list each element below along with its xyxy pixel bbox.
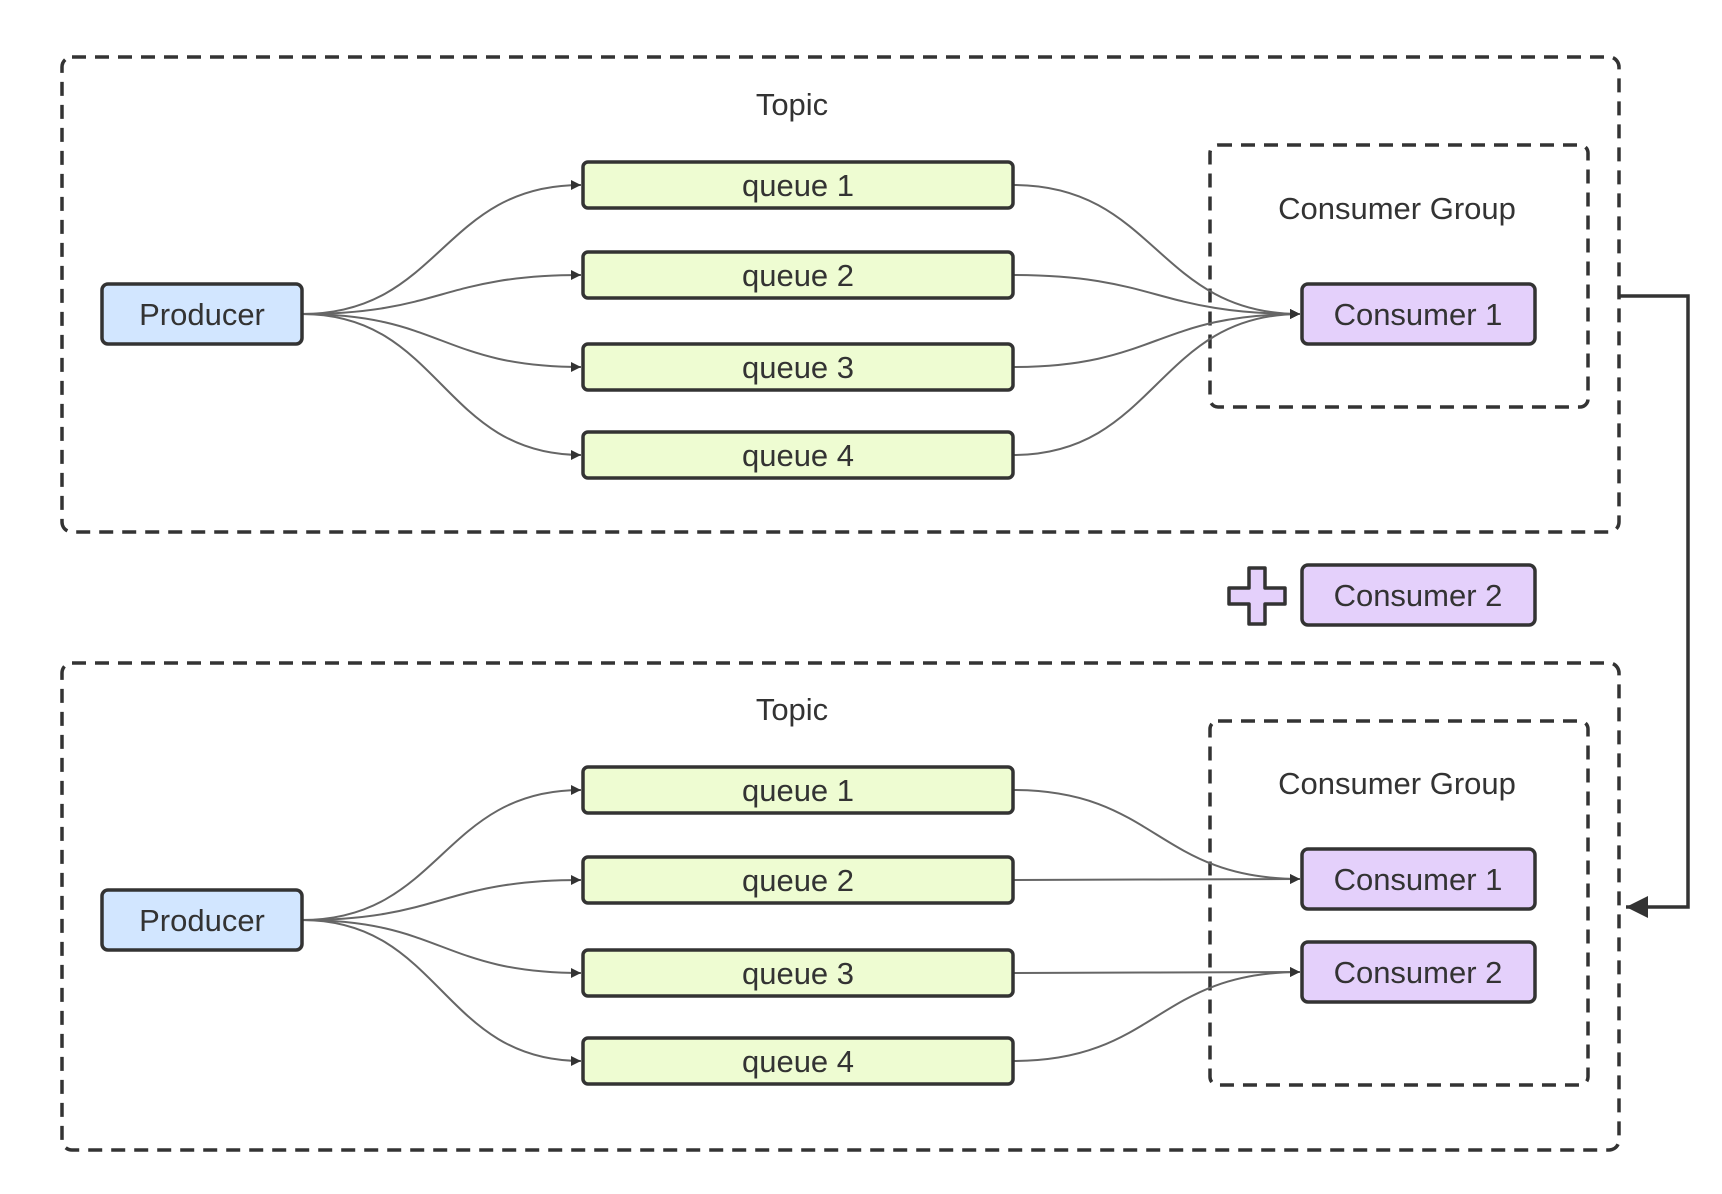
producer-edges — [301, 785, 582, 1066]
queue-consumer-edge — [1012, 309, 1301, 456]
consumer-label: Consumer 1 — [1334, 862, 1503, 897]
queue-label: queue 2 — [742, 258, 854, 293]
consumer-edges — [1012, 184, 1301, 456]
queue-label: queue 4 — [742, 438, 854, 473]
queue-consumer-edge — [1012, 874, 1301, 885]
consumer-node[interactable]: Consumer 1 — [1300, 282, 1537, 346]
consumer-node[interactable]: Consumer 2 — [1300, 563, 1537, 627]
queue-label: queue 4 — [742, 1044, 854, 1079]
consumer-node[interactable]: Consumer 2 — [1300, 940, 1537, 1004]
queue-label: queue 3 — [742, 956, 854, 991]
queue-label: queue 2 — [742, 863, 854, 898]
producer-queue-edge — [301, 875, 582, 921]
queue-node[interactable]: queue 2 — [581, 250, 1015, 300]
queue-label: queue 3 — [742, 350, 854, 385]
consumer-group-frame — [1208, 143, 1590, 409]
consumer-group-label: Consumer Group — [1278, 766, 1516, 801]
queue-label: queue 1 — [742, 773, 854, 808]
producer-label: Producer — [139, 903, 265, 938]
queue-node[interactable]: queue 4 — [581, 430, 1015, 480]
consumer-group-label: Consumer Group — [1278, 191, 1516, 226]
topic-label: Topic — [756, 692, 828, 727]
queue-node[interactable]: queue 3 — [581, 342, 1015, 392]
producer-queue-edge — [301, 270, 582, 315]
topic-frame — [60, 661, 1621, 1152]
queue-consumer-edge — [1012, 184, 1301, 319]
producer-node[interactable]: Producer — [100, 888, 304, 952]
producer-node[interactable]: Producer — [100, 282, 304, 346]
rebalance-arrow — [1619, 294, 1690, 918]
producer-label: Producer — [139, 297, 265, 332]
producer-queue-edge — [301, 919, 582, 978]
producer-queue-edge — [301, 785, 582, 921]
queue-node[interactable]: queue 2 — [581, 855, 1015, 905]
queue-node[interactable]: queue 4 — [581, 1036, 1015, 1086]
topic-label: Topic — [756, 87, 828, 122]
consumer-node[interactable]: Consumer 1 — [1300, 847, 1537, 911]
topic-after: Topic Consumer Group Producer queue 1 qu… — [60, 661, 1621, 1152]
producer-queue-edge — [301, 180, 582, 315]
consumer-label: Consumer 1 — [1334, 297, 1503, 332]
consumer-edges — [1012, 789, 1301, 1062]
queue-consumer-edge — [1012, 309, 1301, 368]
producer-queue-edge — [301, 313, 582, 372]
queue-consumer-edge — [1012, 967, 1301, 1062]
plus-icon — [1227, 566, 1287, 626]
queue-node[interactable]: queue 1 — [581, 765, 1015, 815]
consumer-label: Consumer 2 — [1334, 578, 1503, 613]
queue-consumer-edge — [1012, 789, 1301, 884]
producer-queue-edge — [301, 313, 582, 460]
queue-consumer-edge — [1012, 274, 1301, 319]
queue-consumer-edge — [1012, 967, 1301, 978]
queue-node[interactable]: queue 3 — [581, 948, 1015, 998]
producer-edges — [301, 180, 582, 460]
queue-label: queue 1 — [742, 168, 854, 203]
added-consumer: Consumer 2 — [1227, 563, 1537, 627]
queue-node[interactable]: queue 1 — [581, 160, 1015, 210]
producer-queue-edge — [301, 919, 582, 1066]
consumer-label: Consumer 2 — [1334, 955, 1503, 990]
topic-before: Topic Consumer Group Producer queue 1 qu… — [60, 55, 1621, 534]
